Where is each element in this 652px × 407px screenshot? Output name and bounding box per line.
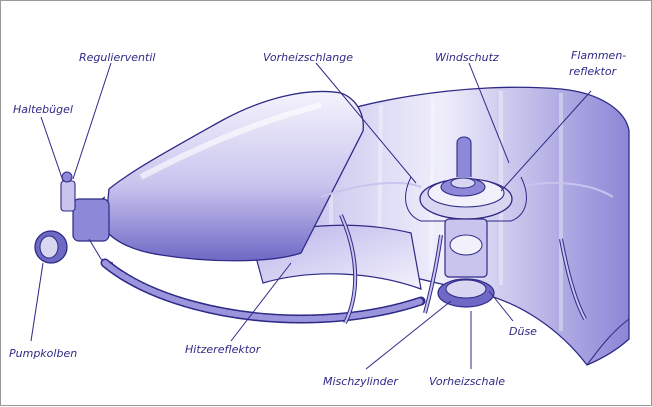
label-flammenreflektor-2: reflektor <box>569 65 618 78</box>
label-pumpkolben: Pumpkolben <box>9 347 77 360</box>
label-mischzylinder: Mischzylinder <box>323 375 399 388</box>
label-duese: Düse <box>509 325 537 338</box>
pump-assembly <box>35 172 113 263</box>
label-windschutz: Windschutz <box>435 51 499 64</box>
label-haltebuegel: Haltebügel <box>13 103 73 116</box>
label-flammenreflektor-1: Flammen- <box>571 49 626 62</box>
label-regulierventil: Regulierventil <box>79 51 155 64</box>
label-hitzereflektor: Hitzereflektor <box>185 343 262 356</box>
label-vorheizschale: Vorheizschale <box>429 375 505 388</box>
label-vorheizschlange: Vorheizschlange <box>263 51 353 64</box>
